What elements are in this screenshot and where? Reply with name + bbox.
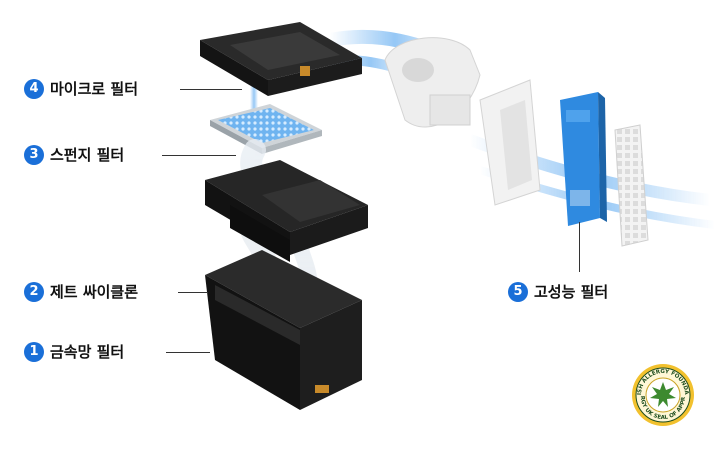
motor-housing-part xyxy=(384,37,541,206)
label-text: 마이크로 필터 xyxy=(50,80,139,98)
leader-line-sponge xyxy=(162,155,236,156)
number-badge: 2 xyxy=(24,281,44,302)
label-high-performance-filter: 5 고성능 필터 xyxy=(508,281,608,302)
label-jet-cyclone: 2 제트 싸이클론 xyxy=(24,281,138,302)
high-performance-filter-part xyxy=(560,92,607,226)
label-text: 금속망 필터 xyxy=(50,343,125,361)
micro-filter-part xyxy=(200,22,362,96)
leader-line-metal xyxy=(166,352,210,353)
leader-line-cyclone xyxy=(178,292,208,293)
leader-line-high xyxy=(579,222,580,272)
label-sponge-filter: 3 스펀지 필터 xyxy=(24,144,124,165)
number-badge: 3 xyxy=(24,144,44,165)
label-micro-filter: 4 마이크로 필터 xyxy=(24,78,138,99)
allergy-uk-badge: BRITISH ALLERGY FOUNDATION ALLERGY UK SE… xyxy=(632,364,694,426)
number-badge: 4 xyxy=(24,78,44,99)
leader-line-micro xyxy=(180,89,242,90)
number-badge: 5 xyxy=(508,281,528,302)
sponge-filter-part xyxy=(210,104,322,154)
jet-cyclone-part xyxy=(205,160,368,262)
label-text: 스펀지 필터 xyxy=(50,146,125,164)
label-text: 고성능 필터 xyxy=(534,283,609,301)
label-metal-mesh-filter: 1 금속망 필터 xyxy=(24,341,124,362)
filter-grille-part xyxy=(614,124,649,247)
metal-mesh-filter-part xyxy=(205,250,362,410)
number-badge: 1 xyxy=(24,341,44,362)
label-text: 제트 싸이클론 xyxy=(50,283,139,301)
